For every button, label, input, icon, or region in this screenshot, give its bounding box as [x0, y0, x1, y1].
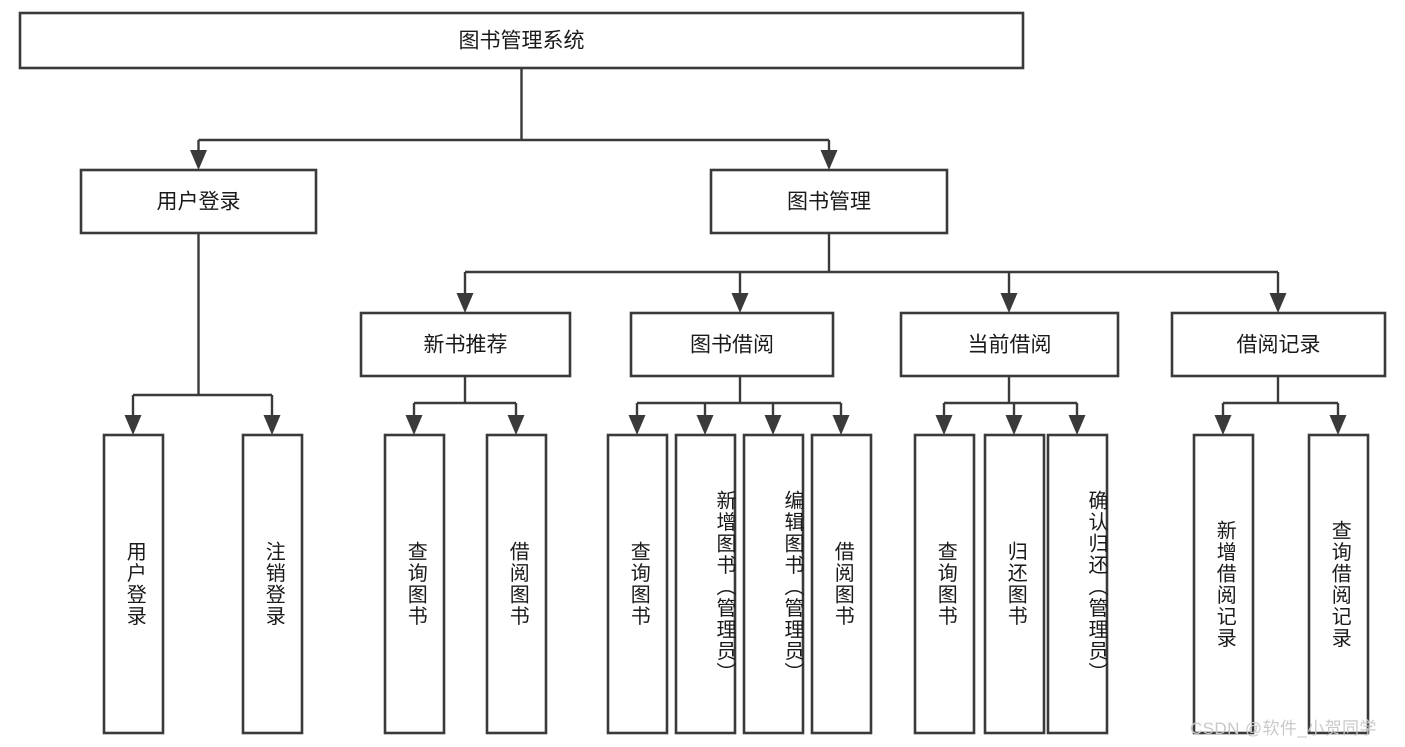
arrow-head-leaf-query-record	[1329, 415, 1347, 435]
node-box-leaf-user-logout[interactable]	[241, 433, 304, 735]
arrow-head-leaf-borrow-book-2	[832, 415, 850, 435]
node-box-current-borrow[interactable]	[899, 311, 1120, 378]
arrow-head-new-book-recommend	[456, 293, 474, 313]
node-label-user-login: 用户登录	[157, 191, 241, 214]
connector-group-user-login	[124, 233, 281, 435]
watermark-text: CSDN @软件_小贺同学	[1190, 719, 1377, 738]
arrow-head-borrow-record	[1269, 293, 1287, 313]
node-label-new-book-recommend: 新书推荐	[424, 334, 508, 357]
arrow-head-leaf-edit-book	[764, 415, 782, 435]
node-box-root[interactable]	[18, 11, 1025, 70]
arrow-head-leaf-query-book-3	[935, 415, 953, 435]
node-box-leaf-add-record[interactable]	[1192, 433, 1255, 735]
node-box-borrow-record[interactable]	[1170, 311, 1387, 378]
arrow-head-leaf-add-book	[696, 415, 714, 435]
node-box-leaf-borrow-book-1[interactable]	[485, 433, 548, 735]
node-box-new-book-recommend[interactable]	[359, 311, 572, 378]
node-label-book-management: 图书管理	[787, 191, 871, 214]
arrow-head-user-login	[190, 150, 207, 170]
node-box-leaf-query-book-2[interactable]	[606, 433, 669, 735]
node-box-leaf-edit-book[interactable]	[742, 433, 805, 735]
node-label-root: 图书管理系统	[459, 30, 585, 53]
arrow-head-leaf-add-record	[1214, 415, 1232, 435]
node-box-leaf-confirm-return[interactable]	[1046, 433, 1109, 735]
node-box-book-management[interactable]	[709, 168, 949, 235]
node-box-leaf-borrow-book-2[interactable]	[810, 433, 873, 735]
connector-group-book-management	[456, 233, 1287, 313]
node-label-current-borrow: 当前借阅	[968, 334, 1052, 357]
node-box-leaf-return-book[interactable]	[983, 433, 1046, 735]
node-box-leaf-add-book[interactable]	[674, 433, 737, 735]
node-box-leaf-query-book-3[interactable]	[913, 433, 976, 735]
connector-group-root	[190, 68, 838, 170]
node-label-book-borrow: 图书借阅	[690, 334, 774, 357]
arrow-head-leaf-confirm-return	[1068, 415, 1086, 435]
node-box-book-borrow[interactable]	[629, 311, 835, 378]
node-label-borrow-record: 借阅记录	[1237, 334, 1321, 357]
arrow-head-leaf-query-book-2	[628, 415, 646, 435]
node-box-user-login[interactable]	[79, 168, 318, 235]
arrow-head-leaf-borrow-book-1	[507, 415, 525, 435]
arrow-head-leaf-user-login	[124, 415, 142, 435]
arrow-head-book-management	[820, 150, 838, 170]
connector-group-new-book-recommend	[405, 376, 525, 435]
arrow-head-leaf-return-book	[1005, 415, 1023, 435]
node-box-leaf-query-book-1[interactable]	[383, 433, 446, 735]
connector-group-current-borrow	[935, 376, 1086, 435]
connector-group-book-borrow	[628, 376, 850, 435]
node-box-leaf-user-login[interactable]	[102, 433, 165, 735]
arrow-head-leaf-query-book-1	[405, 415, 423, 435]
arrow-head-leaf-user-logout	[263, 415, 281, 435]
arrow-head-current-borrow	[1000, 293, 1018, 313]
node-box-leaf-query-record[interactable]	[1307, 433, 1370, 735]
arrow-head-book-borrow	[731, 293, 749, 313]
connector-group-borrow-record	[1214, 376, 1347, 435]
